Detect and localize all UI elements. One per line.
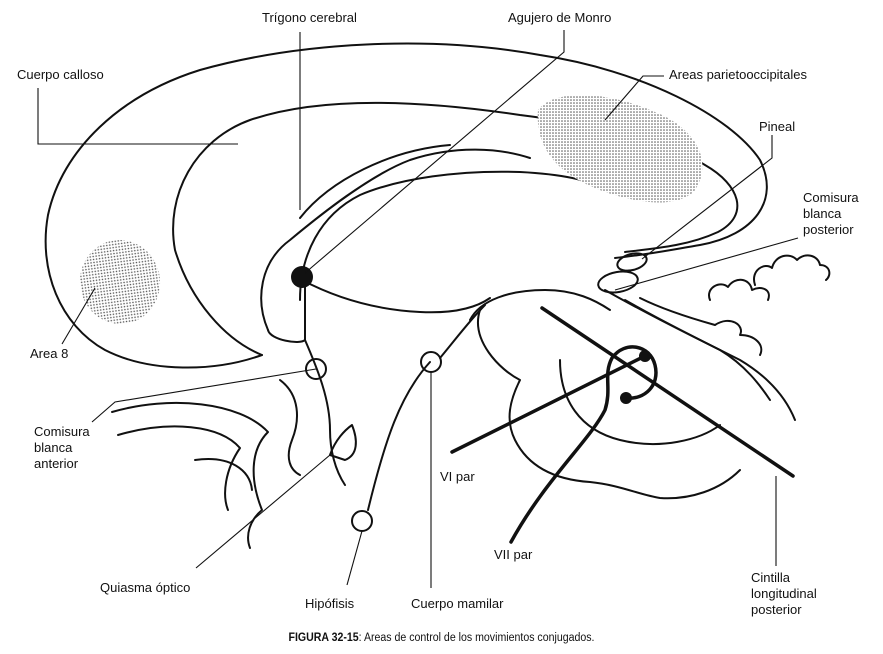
label-cintilla-longitudinal: Cintilla longitudinal posterior	[751, 570, 817, 617]
leader-parieto	[604, 75, 664, 121]
vii-nucleus-dot	[620, 392, 632, 404]
leader-comisura-ant	[91, 368, 317, 423]
medial-longitudinal-fasciculus-line	[540, 306, 795, 478]
floor-fourth-ventricle	[604, 289, 771, 401]
leader-calloso	[37, 88, 238, 145]
temporal-lobe-inner	[117, 425, 241, 511]
caption-text: : Areas de control de los movimientos co…	[358, 632, 595, 644]
leader-area8	[61, 287, 96, 345]
label-agujero-monro: Agujero de Monro	[508, 10, 612, 25]
pons-curve	[559, 359, 721, 446]
temporal-lobe-curve	[279, 379, 301, 476]
midbrain-outline	[469, 289, 611, 321]
label-vi-par: VI par	[440, 469, 475, 484]
label-quiasma-optico: Quiasma óptico	[100, 580, 191, 595]
label-cuerpo-mamilar: Cuerpo mamilar	[411, 596, 504, 611]
tectum-low	[639, 297, 763, 356]
label-cuerpo-calloso: Cuerpo calloso	[17, 67, 104, 82]
label-area-8: Area 8	[30, 346, 69, 361]
infundibulum	[304, 339, 346, 486]
vi-nucleus-dot	[639, 350, 651, 362]
anterior-commissure-circle	[305, 358, 327, 380]
aqueduct-line	[624, 299, 796, 421]
tectum-mid	[708, 278, 770, 301]
fornix-inner	[299, 144, 451, 219]
label-comisura-posterior: Comisura blanca posterior	[803, 190, 859, 237]
vi-nerve-line	[450, 354, 647, 454]
parieto-occipital-stipple	[537, 95, 703, 203]
tectum-top	[753, 254, 831, 286]
leader-quiasma	[195, 454, 331, 569]
thalamus-line	[301, 279, 491, 314]
leader-pineal	[641, 135, 773, 260]
uncus	[194, 458, 253, 491]
leader-hipofisis	[346, 530, 363, 586]
leader-monro	[304, 30, 565, 274]
fornix-arc	[260, 148, 531, 331]
fornix-lower	[299, 170, 606, 301]
posterior-commissure	[597, 270, 639, 294]
label-vii-par: VII par	[494, 547, 533, 562]
corpus-callosum	[172, 101, 739, 356]
infundibulum-inner	[439, 304, 486, 359]
pons-outline	[477, 309, 741, 500]
label-areas-parietooccipitales: Areas parietooccipitales	[669, 67, 808, 82]
hypophysis-circle	[351, 510, 373, 532]
optic-chiasm	[329, 424, 357, 461]
label-pineal: Pineal	[759, 119, 796, 134]
caption-figure-number: FIGURA 32-15	[288, 632, 359, 644]
vii-nerve-path	[509, 345, 658, 544]
cerebrum-outline	[44, 42, 768, 369]
label-comisura-anterior: Comisura blanca anterior	[34, 424, 90, 471]
area-8-stipple	[79, 240, 161, 324]
figure-caption: FIGURA 32-15: Areas de control de los mo…	[35, 632, 847, 644]
pineal-body	[616, 252, 648, 272]
label-trigono-cerebral: Trígono cerebral	[262, 10, 357, 25]
mamillary-stalk	[367, 361, 431, 511]
label-hipofisis: Hipófisis	[305, 596, 355, 611]
temporal-lobe-left	[111, 401, 269, 549]
leader-comisura-post	[614, 237, 799, 291]
